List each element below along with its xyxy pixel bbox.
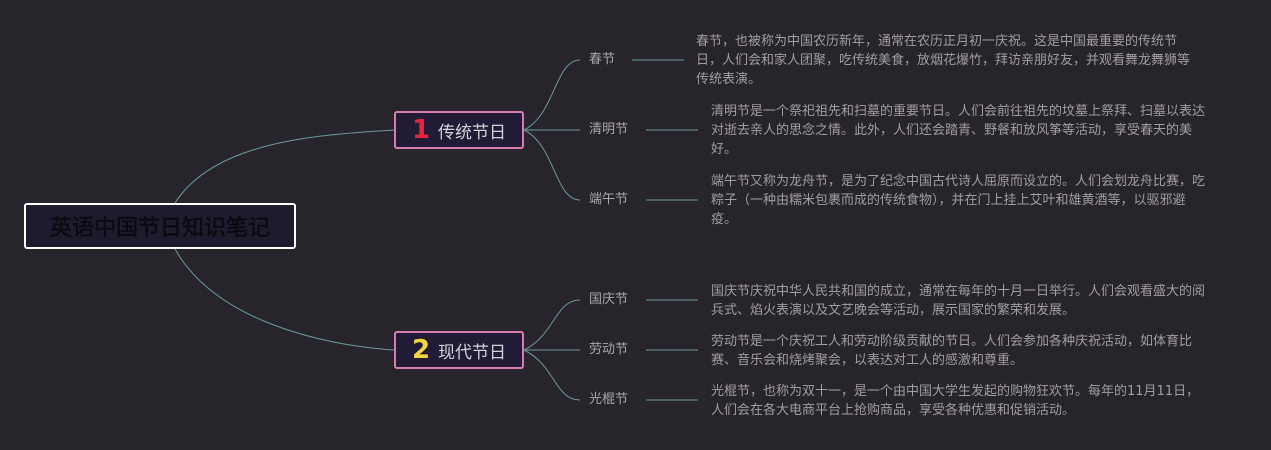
branch-number-1: 1 [411, 115, 431, 145]
link-branch-1-leaf-1 [523, 59, 581, 131]
root-title: 英语中国节日知识笔记 [49, 216, 270, 241]
leaf-node-qingming[interactable]: 清明节 [589, 122, 629, 137]
branch-label: 传统节日 [438, 122, 507, 143]
link-branch-2-leaf-1 [523, 299, 581, 351]
branch-node-traditional[interactable]: 1 传统节日 [394, 111, 524, 149]
branch-label: 现代节日 [438, 342, 507, 363]
desc-dragon-boat: 端午节又称为龙舟节，是为了纪念中国古代诗人屈原而设立的。人们会划龙舟比赛，吃粽子… [711, 174, 1206, 227]
leaf-node-singles-day[interactable]: 光棍节 [589, 392, 629, 407]
desc-national-day: 国庆节庆祝中华人民共和国的成立，通常在每年的十月一日举行。人们会观看盛大的阅兵式… [711, 284, 1206, 318]
branch-node-modern[interactable]: 2 现代节日 [394, 331, 524, 369]
link-branch-1-leaf-3 [523, 129, 581, 201]
leaf-node-spring-festival[interactable]: 春节 [589, 52, 616, 67]
desc-spring-festival: 春节，也被称为中国农历新年，通常在农历正月初一庆祝。这是中国最重要的传统节日，人… [696, 34, 1191, 87]
link-branch-2-leaf-3 [523, 349, 581, 401]
link-root-branch-2 [174, 248, 395, 351]
desc-labor-day: 劳动节是一个庆祝工人和劳动阶级贡献的节日。人们会参加各种庆祝活动，如体育比赛、音… [711, 334, 1193, 368]
branch-number-2: 2 [411, 335, 431, 365]
desc-singles-day: 光棍节，也称为双十一，是一个由中国大学生发起的购物狂欢节。每年的11月11日，人… [711, 384, 1200, 418]
root-node[interactable]: 英语中国节日知识笔记 [24, 203, 296, 249]
leaf-node-national-day[interactable]: 国庆节 [589, 292, 629, 307]
desc-qingming: 清明节是一个祭祀祖先和扫墓的重要节日。人们会前往祖先的坟墓上祭拜、扫墓以表达对逝… [711, 104, 1206, 157]
leaf-node-dragon-boat[interactable]: 端午节 [589, 192, 629, 207]
leaf-node-labor-day[interactable]: 劳动节 [589, 342, 629, 357]
link-root-branch-1 [174, 129, 395, 204]
